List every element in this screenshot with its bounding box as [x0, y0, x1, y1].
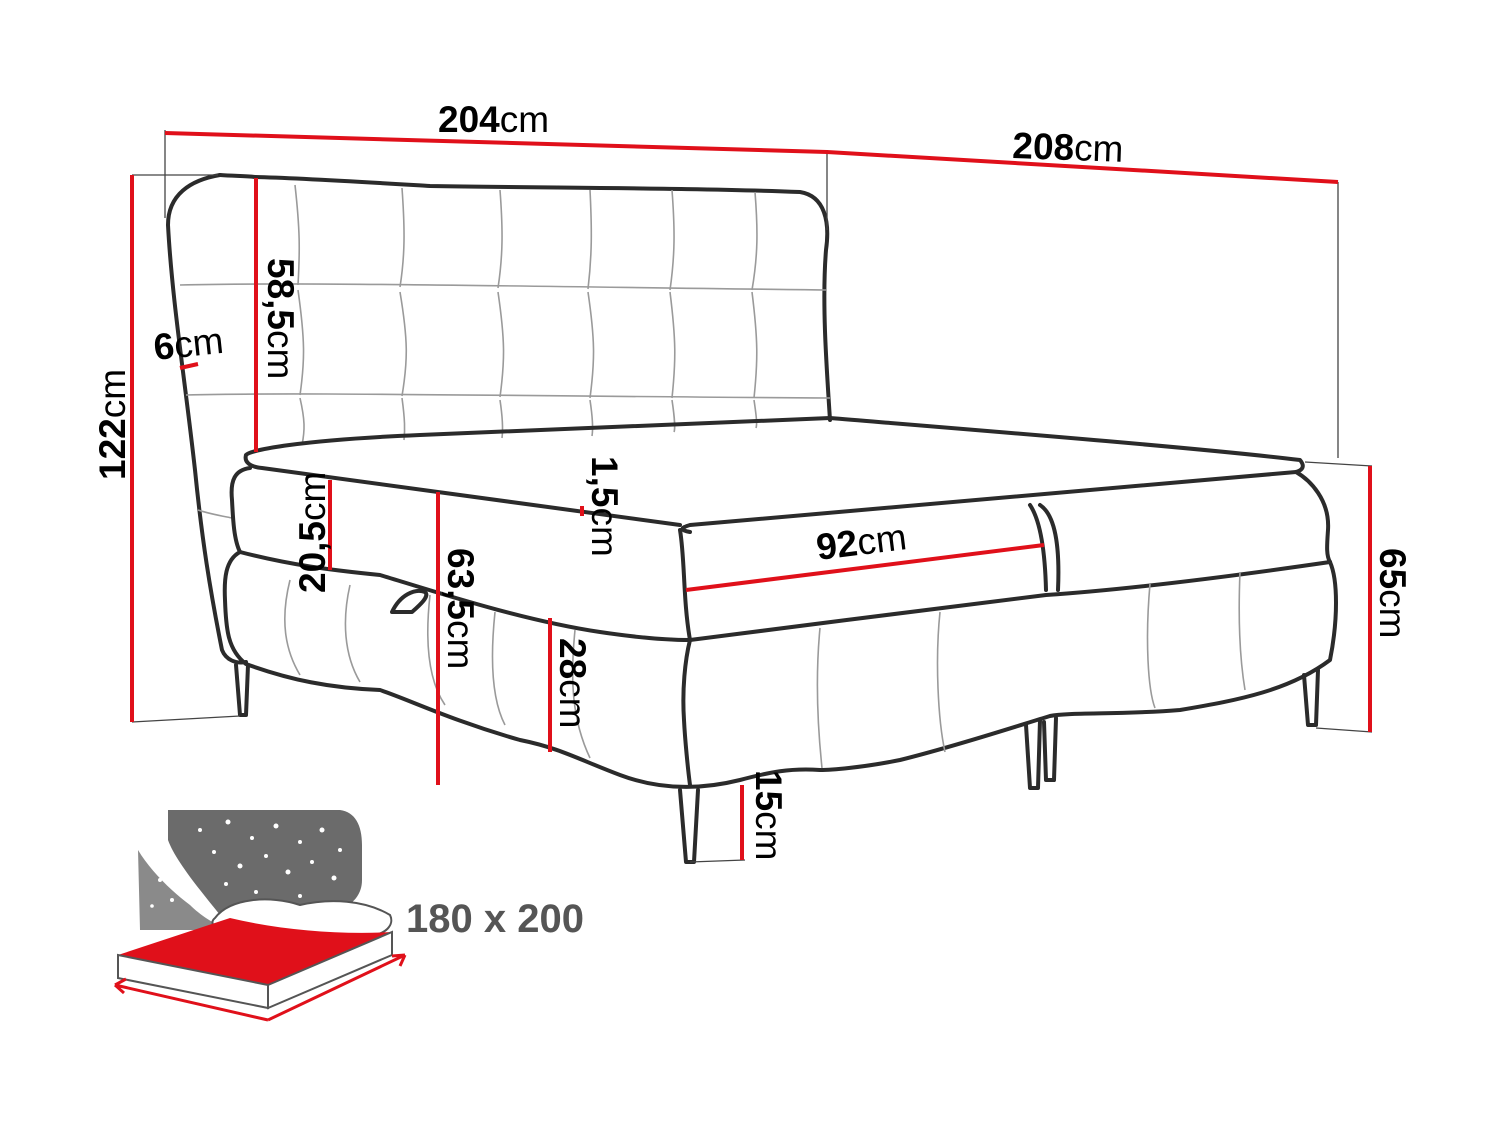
headboard-top-edge: [218, 173, 257, 179]
mattress-width-line: [685, 543, 1045, 592]
dimension-lines: [130, 131, 1372, 860]
sleep-height-label: 63,5cm: [440, 548, 481, 669]
bed-illustration: [166, 173, 1338, 864]
base-tufting: [284, 571, 1246, 769]
mattress-width-label: 92cm: [814, 516, 909, 568]
headboard-outline: [166, 173, 832, 665]
width-dimension-line: [164, 131, 828, 154]
topper-outline: [243, 416, 1305, 534]
upper-box-outline: [229, 466, 1332, 642]
mattress-length-arrow: [267, 953, 407, 1022]
headboard-thickness-line: [179, 362, 199, 370]
night-sky-headboard: [168, 810, 362, 915]
guide-lines: [131, 130, 1373, 863]
width-label: 204cm: [438, 99, 549, 140]
headboard-height-label: 58,5cm: [260, 258, 301, 379]
middle-seam: [1028, 503, 1061, 592]
storage-handle-icon: [390, 589, 429, 614]
dimension-labels: 204cm 208cm 122cm 58,5cm 6cm 20,5cm 63,5…: [92, 99, 1413, 860]
leg-height-label: 15cm: [748, 770, 789, 860]
bed-height-label: 65cm: [1372, 548, 1413, 638]
headboard-tufting: [179, 184, 831, 519]
lower-box-outline: [222, 550, 1338, 789]
base-height-label: 28cm: [552, 638, 593, 728]
mattress-width-arrow: [114, 977, 269, 1022]
night-sky-curve: [138, 850, 230, 930]
topper-height-label: 20,5cm: [292, 472, 333, 593]
sleeping-area-icon: 180 x 200: [114, 810, 584, 1022]
headboard-thickness-label: 6cm: [152, 320, 226, 368]
length-label: 208cm: [1012, 125, 1124, 170]
box-top-edge: [238, 550, 1332, 642]
sleeping-area-label: 180 x 200: [406, 897, 584, 941]
bed-legs: [234, 663, 1320, 864]
length-dimension-line: [826, 150, 1339, 184]
stars-icon: [150, 819, 342, 908]
topper-thickness-label: 1,5cm: [584, 456, 625, 557]
total-height-label: 122cm: [92, 369, 133, 480]
